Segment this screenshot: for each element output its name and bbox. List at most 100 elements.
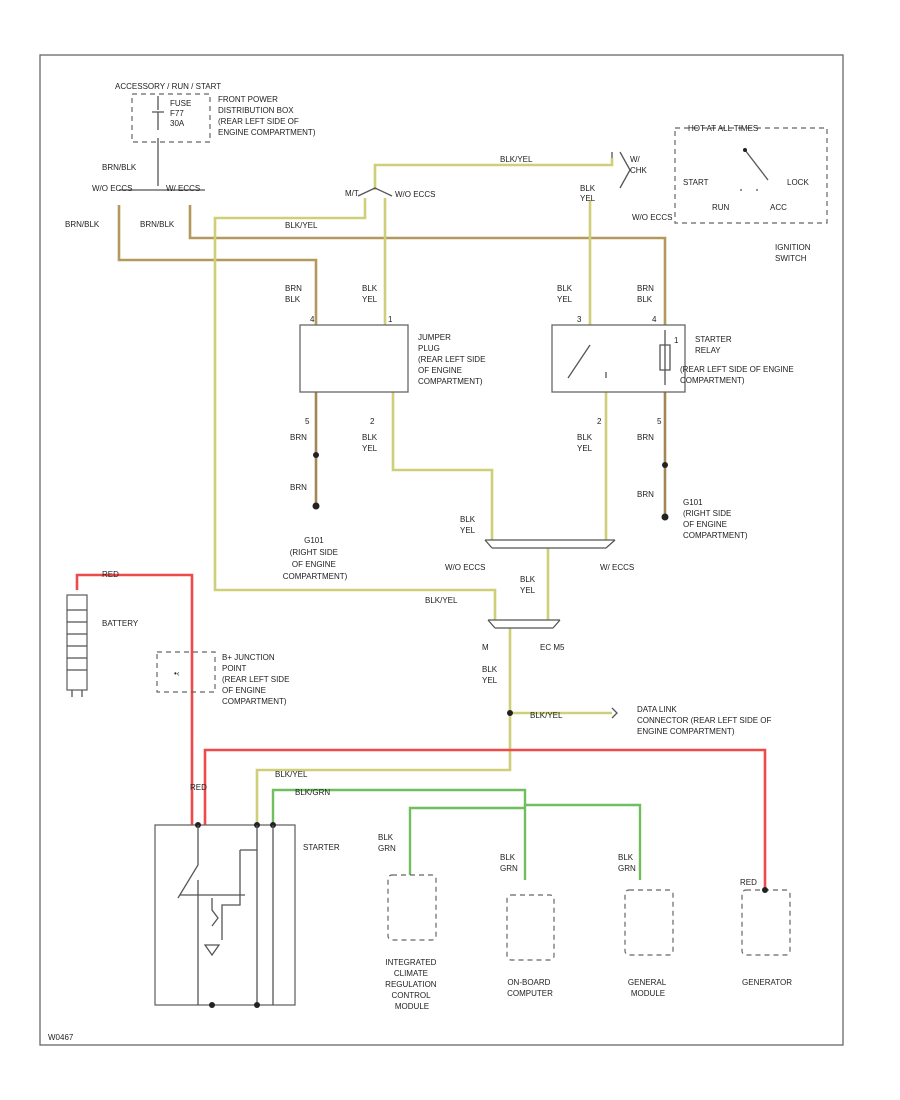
bplus-arrow: •‹ xyxy=(174,669,180,678)
jumper-brn-lower2: BRN xyxy=(290,483,307,492)
bplus-label: B+ JUNCTION POINT (REAR LEFT SIDE OF ENG… xyxy=(222,653,292,706)
jumper-brn-lower: BRN xyxy=(290,433,307,442)
fuse-label: FUSE xyxy=(170,99,191,108)
jumper-plug xyxy=(299,324,409,393)
brn-blk-left-label: BRN/BLK xyxy=(65,220,100,229)
dlc-splice xyxy=(507,710,513,716)
brn-blk-mid-label: BRN/BLK xyxy=(140,220,175,229)
relay-pin-5: 5 xyxy=(657,417,662,426)
relay-pin-1: 1 xyxy=(674,336,679,345)
wire-brn-blk-to-relay xyxy=(188,205,667,325)
relay-pin-2: 2 xyxy=(597,417,602,426)
ignition-out-bracket xyxy=(611,151,631,189)
fuse-element xyxy=(152,96,164,130)
relay-pin-4: 4 xyxy=(652,315,657,324)
chk-col-label: CHK xyxy=(630,166,648,175)
ignition-run-label: RUN xyxy=(712,203,730,212)
relay-brn-lower: BRN xyxy=(637,433,654,442)
battery-cells xyxy=(67,609,87,697)
mt-lower-label: M xyxy=(482,643,489,652)
eceos-label: EC M5 xyxy=(540,643,565,652)
generator-label: GENERATOR xyxy=(742,978,792,987)
w-eccs-lower-label: W/ ECCS xyxy=(600,563,634,572)
dlc-connector xyxy=(611,707,618,719)
relay-brn-lower2: BRN xyxy=(637,490,654,499)
relay-blk-label: BLK xyxy=(557,284,573,293)
diagram-reference-number: W0467 xyxy=(48,1033,74,1042)
starter-red-label: RED xyxy=(190,783,207,792)
wire-grn-to-iccm xyxy=(408,806,525,875)
starter-label: STARTER xyxy=(303,843,340,852)
relay-yel-lower: YEL xyxy=(577,444,593,453)
combine-yel-label: YEL xyxy=(460,526,476,535)
wire-red-battery xyxy=(75,573,194,825)
bplus-junction xyxy=(156,651,216,693)
accessory-label: ACCESSORY / RUN / START xyxy=(115,82,221,91)
combine-blk-label: BLK xyxy=(460,515,476,524)
iccm-label: INTEGRATED CLIMATE REGULATION CONTROL MO… xyxy=(385,958,439,1011)
ignition-start-label: START xyxy=(683,178,709,187)
ignition-contact-dot xyxy=(743,148,747,152)
wire-blk-yel-jumper-out xyxy=(391,392,494,540)
gm-blk-label: BLK xyxy=(618,853,634,862)
wo-eccs-top-label: W/O ECCS xyxy=(395,190,435,199)
jumper-blk2-label: BLK xyxy=(362,284,378,293)
mt-label: M/T xyxy=(345,189,359,198)
iccm-blk-label: BLK xyxy=(378,833,394,842)
relay-splice xyxy=(662,462,668,468)
ignition-lock-label: LOCK xyxy=(787,178,809,187)
starter-relay-label: STARTER RELAY (REAR LEFT SIDE OF ENGINE … xyxy=(680,335,796,385)
w-eccs-fuse-label: W/ ECCS xyxy=(166,184,200,193)
ignition-switch-label: IGNITION SWITCH xyxy=(775,243,813,263)
yel-label-relay-feed: YEL xyxy=(580,194,596,203)
fuse-split xyxy=(119,138,205,191)
jumper-pin-4: 4 xyxy=(310,315,315,324)
wo-eccs-relay-label: W/O ECCS xyxy=(632,213,672,222)
ignition-acc-label: ACC xyxy=(770,203,787,212)
w-chk-label: W/ xyxy=(630,155,641,164)
obc-grn-label: GRN xyxy=(500,864,518,873)
g101-right-label: G101 (RIGHT SIDE OF ENGINE COMPARTMENT) xyxy=(683,498,748,540)
fuse-id-label: F77 xyxy=(170,109,184,118)
fpdb-label: FRONT POWER DISTRIBUTION BOX (REAR LEFT … xyxy=(218,95,316,137)
combine-bar-lower xyxy=(487,619,561,629)
starter xyxy=(154,824,296,1006)
brn-blk-top-label: BRN/BLK xyxy=(102,163,137,172)
generator-module xyxy=(741,889,791,956)
ignition-switch-box xyxy=(674,127,828,224)
blk-yel-mid-label: BLK/YEL xyxy=(285,221,318,230)
blk-yel-top-label: BLK/YEL xyxy=(500,155,533,164)
jumper-splice xyxy=(313,452,319,458)
obc-label: ON-BOARD COMPUTER xyxy=(507,978,553,998)
diagram-frame xyxy=(39,54,844,1046)
jumper-pin-2: 2 xyxy=(370,417,375,426)
starter-blk-yel-label: BLK/YEL xyxy=(275,770,308,779)
wire-grn-to-modules xyxy=(271,788,642,880)
gm-label: GENERAL MODULE xyxy=(628,978,668,998)
relay-yel-label: YEL xyxy=(557,295,573,304)
gm-grn-label: GRN xyxy=(618,864,636,873)
wire-red-generator xyxy=(203,748,767,890)
starter-internals xyxy=(177,825,274,1005)
obc-module xyxy=(506,894,555,961)
jumper-plug-label: JUMPER PLUG (REAR LEFT SIDE OF ENGINE CO… xyxy=(418,333,488,386)
starter-ground-right xyxy=(254,1002,260,1008)
relay-switch xyxy=(567,344,607,379)
starter-ground-left xyxy=(209,1002,215,1008)
relay-pin-3: 3 xyxy=(577,315,582,324)
jumper-ground-point xyxy=(312,502,320,510)
starter-relay xyxy=(551,324,686,393)
generator-red-label: RED xyxy=(740,878,757,887)
jumper-pin-1: 1 xyxy=(388,315,393,324)
fuse-amp-label: 30A xyxy=(170,119,185,128)
jumper-blk-label: BLK xyxy=(285,295,301,304)
general-module xyxy=(624,889,674,956)
jumper-yel-label: YEL xyxy=(362,295,378,304)
relay-blk-lower: BLK xyxy=(577,433,593,442)
wo-eccs-fuse-label: W/O ECCS xyxy=(92,184,132,193)
wire-blk-yel-ignition xyxy=(373,158,614,190)
combine-bar-upper xyxy=(484,539,616,549)
g101-left-label: G101 (RIGHT SIDE OF ENGINE COMPARTMENT) xyxy=(283,536,348,581)
combine-yel2-label: YEL xyxy=(520,586,536,595)
